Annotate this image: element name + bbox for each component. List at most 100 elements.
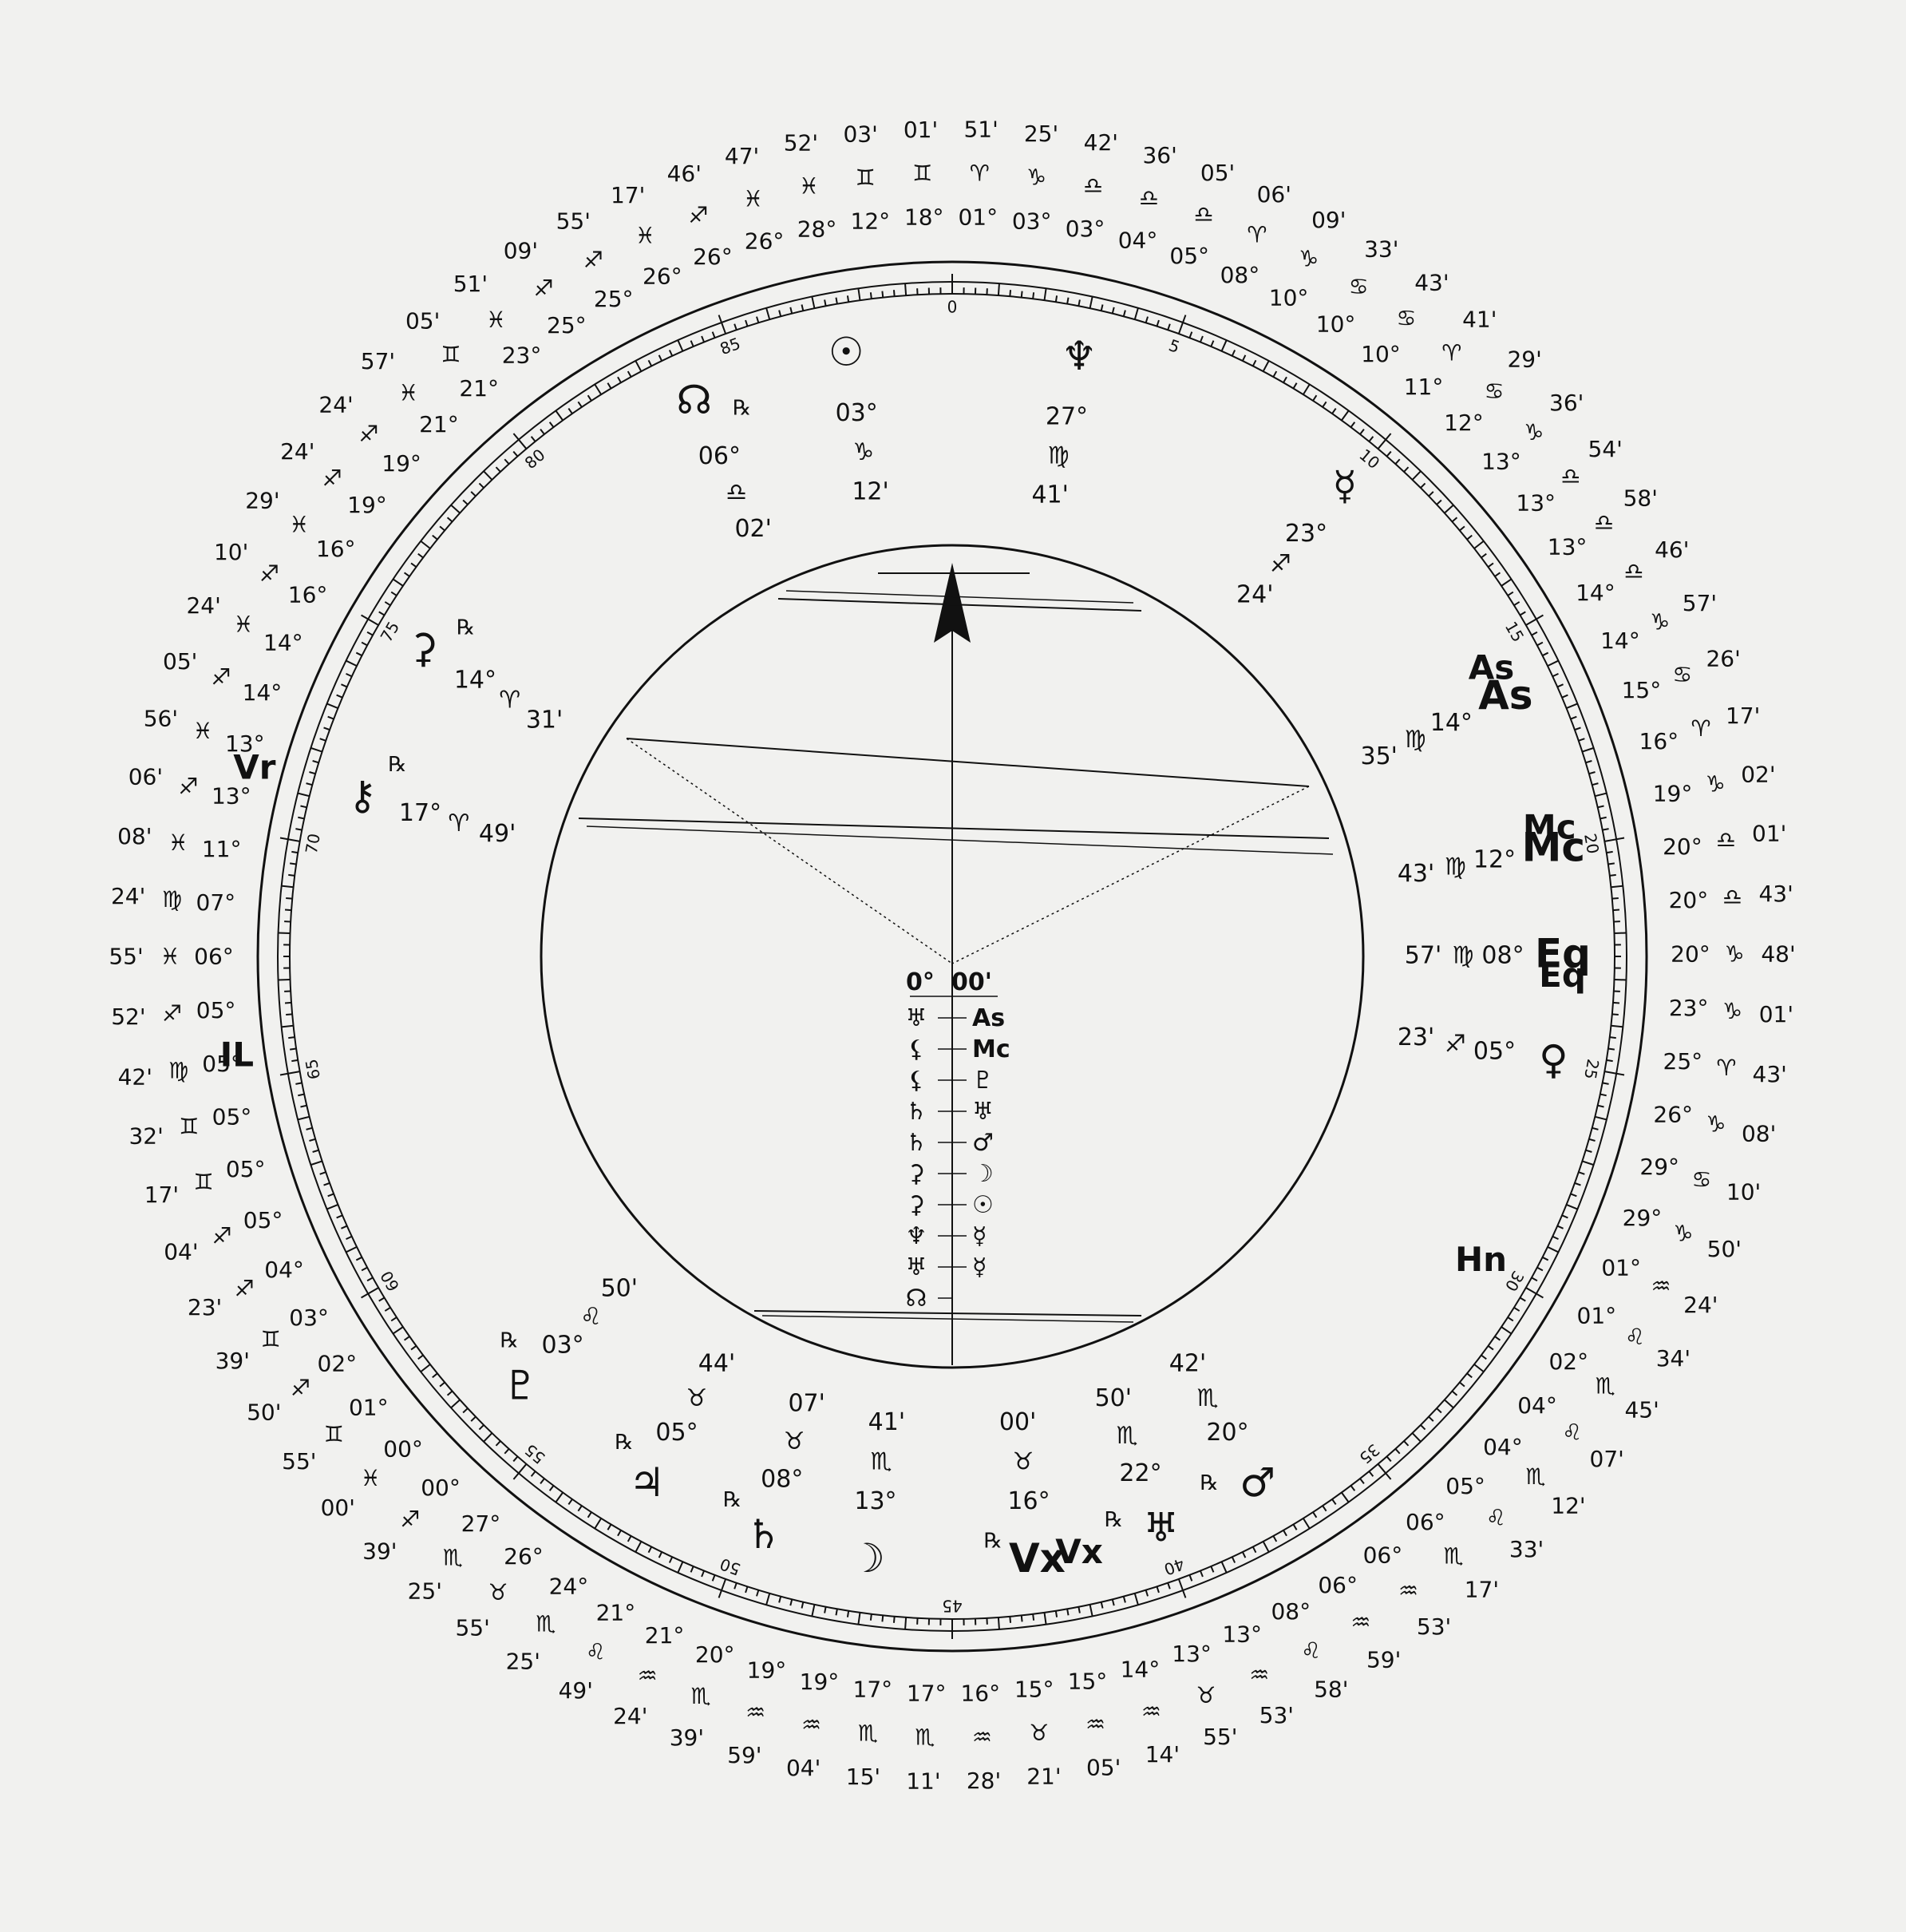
- point-label-ceres: 14°: [454, 667, 496, 695]
- dial-left-glyph: ♅: [906, 1004, 927, 1032]
- outer-point-label: 11°: [1404, 374, 1444, 400]
- scale-tick: [635, 360, 643, 372]
- outer-point-label: 39': [216, 1348, 250, 1374]
- scale-tick: [677, 1561, 684, 1574]
- outer-point-label: 26': [1706, 646, 1740, 672]
- scale-tick: [403, 1336, 410, 1341]
- point-label-pluto: 50': [601, 1275, 638, 1303]
- scale-tick: [1167, 323, 1171, 331]
- scale-tick: [1241, 1551, 1247, 1558]
- scale-tick: [1359, 1478, 1365, 1484]
- scale-tick: [361, 614, 379, 626]
- outer-point-label: 03°: [1066, 216, 1105, 242]
- outer-point-label: ♑: [1706, 770, 1726, 797]
- scale-tick: [512, 1455, 519, 1463]
- outer-point-label: ♎: [1722, 884, 1742, 910]
- scale-tick: [450, 1399, 461, 1409]
- outer-point-label: ♒: [972, 1724, 992, 1750]
- scale-tick: [1322, 401, 1327, 408]
- scale-tick: [417, 1354, 424, 1360]
- scale-tick: [1542, 651, 1549, 657]
- outer-point-label: ♓: [361, 1465, 381, 1491]
- outer-point-label: ♎: [1560, 463, 1580, 489]
- scale-tick: [1122, 310, 1126, 317]
- dial-right-glyph: ♅: [972, 1098, 994, 1126]
- scale-tick: [1262, 360, 1270, 372]
- dotted-guide: [951, 786, 1310, 964]
- scale-tick: [1607, 862, 1615, 865]
- outer-point-label: 23': [188, 1294, 222, 1320]
- scale-tick: [336, 694, 343, 699]
- scale-tick: [1199, 1570, 1204, 1578]
- scale-tick: [309, 1138, 316, 1142]
- scale-tick: [567, 1498, 573, 1506]
- outer-point-label: 29': [1507, 346, 1541, 373]
- outer-point-label: ♈: [1247, 221, 1267, 247]
- outer-point-label: 21°: [596, 1599, 636, 1625]
- scale-tick: [881, 1615, 884, 1622]
- dial-right-glyph: ♇: [972, 1067, 994, 1095]
- outer-point-label: ♓: [168, 829, 188, 856]
- outer-point-label: 17°: [907, 1680, 947, 1706]
- scale-tick: [1411, 1432, 1422, 1443]
- scale-tick: [512, 1463, 528, 1480]
- outer-point-label: ♒: [1350, 1609, 1370, 1636]
- retro-mark: ℞: [984, 1530, 1002, 1554]
- scale-tick: [1133, 307, 1139, 320]
- scale-tick: [1252, 359, 1257, 366]
- point-label-uranus: 22°: [1119, 1459, 1161, 1487]
- scale-tick: [1602, 1082, 1609, 1085]
- outer-point-label: 32': [129, 1123, 163, 1150]
- scale-tick: [1536, 641, 1544, 647]
- outer-point-label: 06': [1257, 181, 1291, 208]
- scale-tick: [1451, 517, 1458, 523]
- outer-point-label: 25': [408, 1578, 442, 1605]
- outer-point-label: 06°: [1406, 1509, 1445, 1535]
- outer-point-label: ♋: [1396, 305, 1416, 331]
- scale-label: 50: [718, 1554, 743, 1579]
- guide-line: [761, 1315, 1134, 1323]
- scale-tick: [478, 482, 484, 489]
- scale-tick: [548, 422, 555, 428]
- outer-point-label: 10°: [1361, 341, 1401, 367]
- scale-tick: [1078, 1606, 1081, 1613]
- outer-point-label: 21°: [459, 375, 499, 402]
- scale-tick: [1377, 433, 1392, 449]
- scale-tick: [478, 1424, 484, 1431]
- dial-left-glyph: ⚸: [908, 1035, 925, 1063]
- guide-line: [586, 825, 1334, 855]
- scale-tick: [567, 407, 573, 414]
- scale-tick: [1612, 909, 1620, 912]
- outer-point-label: 19°: [347, 492, 387, 518]
- scale-tick: [765, 1593, 771, 1605]
- scale-tick: [594, 383, 603, 395]
- outer-point-label: 20°: [695, 1641, 735, 1668]
- scale-tick: [361, 641, 368, 647]
- scale-tick: [1231, 350, 1236, 357]
- scale-tick: [432, 1372, 438, 1379]
- scale-tick: [857, 1612, 861, 1625]
- scale-tick: [346, 672, 353, 678]
- marker-mc: Mc: [1523, 807, 1576, 846]
- outer-point-label: 54': [1588, 436, 1623, 462]
- scale-tick: [327, 715, 334, 720]
- point-label-pluto: 03°: [542, 1331, 584, 1359]
- scale-tick: [1078, 299, 1081, 307]
- scale-tick: [1487, 562, 1494, 568]
- degree-scale: [278, 274, 1627, 1639]
- outer-point-label: 00°: [383, 1435, 423, 1462]
- outer-point-label: ♉: [1029, 1720, 1049, 1746]
- scale-tick: [355, 1256, 362, 1261]
- scale-tick: [711, 331, 716, 338]
- scale-tick: [1585, 760, 1592, 764]
- point-glyph-node: ☊: [676, 377, 711, 423]
- outer-point-label: 00': [321, 1495, 355, 1521]
- scale-tick: [483, 1432, 493, 1443]
- outer-point-label: 13°: [1516, 489, 1556, 516]
- scale-tick: [577, 1505, 583, 1512]
- scale-tick: [617, 1530, 622, 1537]
- scale-tick: [1394, 1448, 1401, 1455]
- scale-tick: [1089, 1604, 1093, 1617]
- scale-tick: [1302, 1518, 1311, 1530]
- scale-tick: [1494, 1336, 1501, 1341]
